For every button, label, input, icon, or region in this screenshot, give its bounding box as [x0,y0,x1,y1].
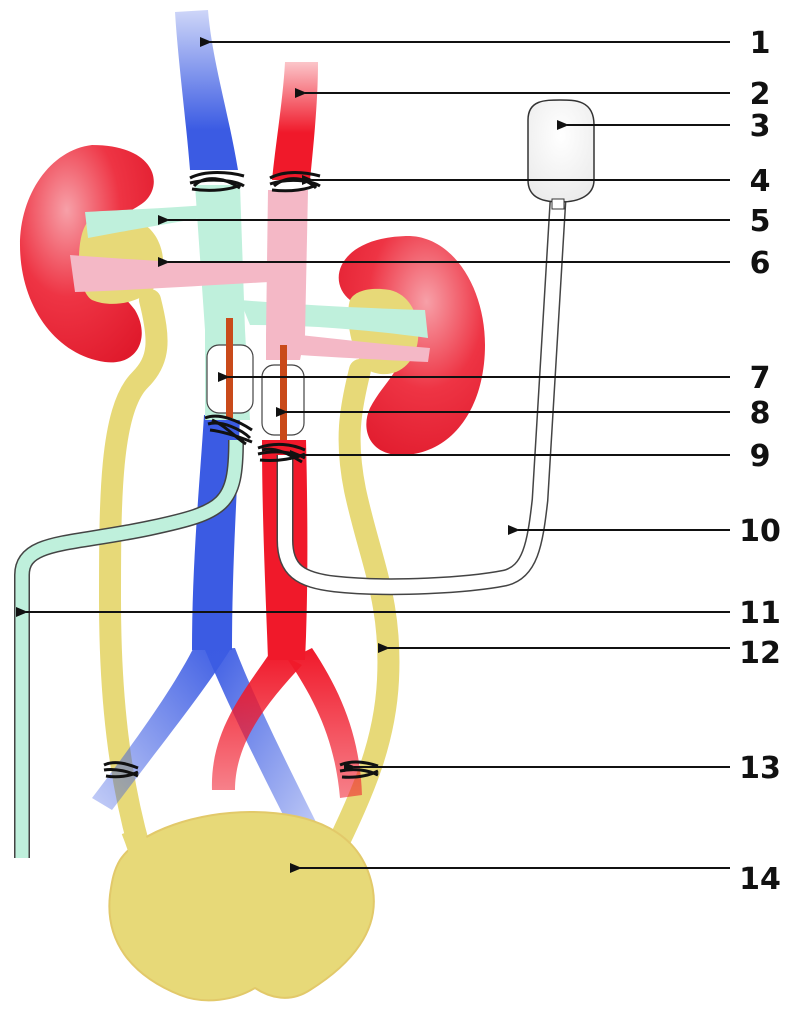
label-8: 8 [750,396,771,431]
label-14: 14 [739,862,781,897]
label-1: 1 [750,26,771,61]
label-3: 3 [750,109,771,144]
label-6: 6 [750,246,771,281]
label-2: 2 [750,77,771,112]
label-9: 9 [750,439,771,474]
aorta-upper [272,62,318,180]
left-ureter-end [132,830,145,870]
vena-cava-upper [175,10,238,170]
label-11: 11 [739,596,781,631]
label-5: 5 [750,204,771,239]
label-13: 13 [739,751,781,786]
label-4: 4 [750,164,771,199]
label-12: 12 [739,636,781,671]
perfusion-bag [528,100,594,202]
bag-port [552,199,564,209]
label-10: 10 [739,514,781,549]
iliac-artery-right [288,648,362,798]
artery-cannula [280,345,287,440]
vein-cannula [226,318,233,418]
aorta-graft-section [266,190,308,360]
label-7: 7 [750,361,771,396]
